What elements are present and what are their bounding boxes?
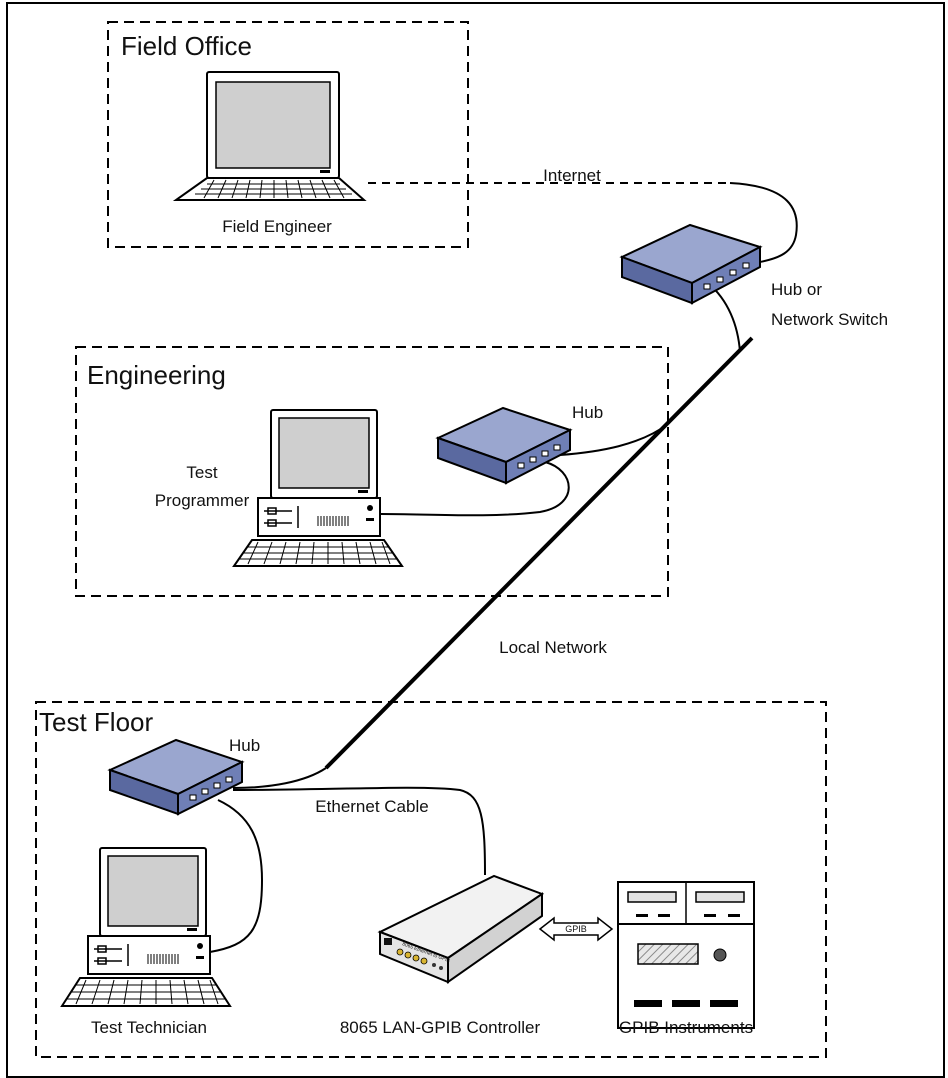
ethernet-cable xyxy=(232,786,486,876)
hub-to-technician-cable xyxy=(209,799,264,953)
ethernet-cable-label: Ethernet Cable xyxy=(315,797,428,816)
engineering-hub-label: Hub xyxy=(572,403,603,422)
laptop-icon xyxy=(172,71,367,201)
desktop-computer-icon xyxy=(60,847,232,1007)
gpib-bus-arrow: GPIB xyxy=(538,916,614,942)
test-programmer-label-line1: Test xyxy=(186,463,217,482)
switch-to-backbone-cable xyxy=(707,282,741,353)
zone-title: Test Floor xyxy=(39,707,153,737)
network-switch-icon xyxy=(619,223,763,305)
hub-icon xyxy=(435,406,573,485)
internet-uplink-cable xyxy=(729,182,798,263)
switch-label-line1: Hub or xyxy=(771,280,822,299)
zone-boundary xyxy=(75,346,669,597)
diagram-border xyxy=(6,2,945,1078)
test-technician-label: Test Technician xyxy=(91,1018,207,1037)
test-programmer-label-line2: Programmer xyxy=(155,491,250,510)
local-network-label: Local Network xyxy=(499,638,607,657)
hub-icon xyxy=(107,738,245,816)
gpib-label: GPIB xyxy=(565,924,587,934)
engineering-hub-to-pc-cable xyxy=(379,461,570,517)
zone-boundary xyxy=(35,701,827,1058)
gpib-instrument-icon xyxy=(617,881,755,1029)
desktop-computer-icon xyxy=(232,409,404,567)
lan-gpib-controller-icon: 8065 Ethernet to GPIB xyxy=(377,874,545,984)
zone-title: Field Office xyxy=(121,31,252,61)
controller-label: 8065 LAN-GPIB Controller xyxy=(340,1018,541,1037)
engineering-hub-uplink xyxy=(559,423,669,456)
test-floor-hub-uplink xyxy=(232,767,327,789)
field-engineer-label: Field Engineer xyxy=(222,217,332,236)
cables xyxy=(209,182,798,953)
internet-label: Internet xyxy=(543,166,601,185)
zone-title: Engineering xyxy=(87,360,226,390)
switch-label-line2: Network Switch xyxy=(771,310,888,329)
zone-field-office: Field Office xyxy=(107,21,469,248)
zone-boundary xyxy=(107,21,469,248)
instruments-label: GPIB Instruments xyxy=(619,1018,753,1037)
zone-engineering: Engineering xyxy=(75,346,669,597)
zone-test-floor: Test Floor xyxy=(35,701,827,1058)
local-network-backbone xyxy=(324,336,754,770)
test-floor-hub-label: Hub xyxy=(229,736,260,755)
